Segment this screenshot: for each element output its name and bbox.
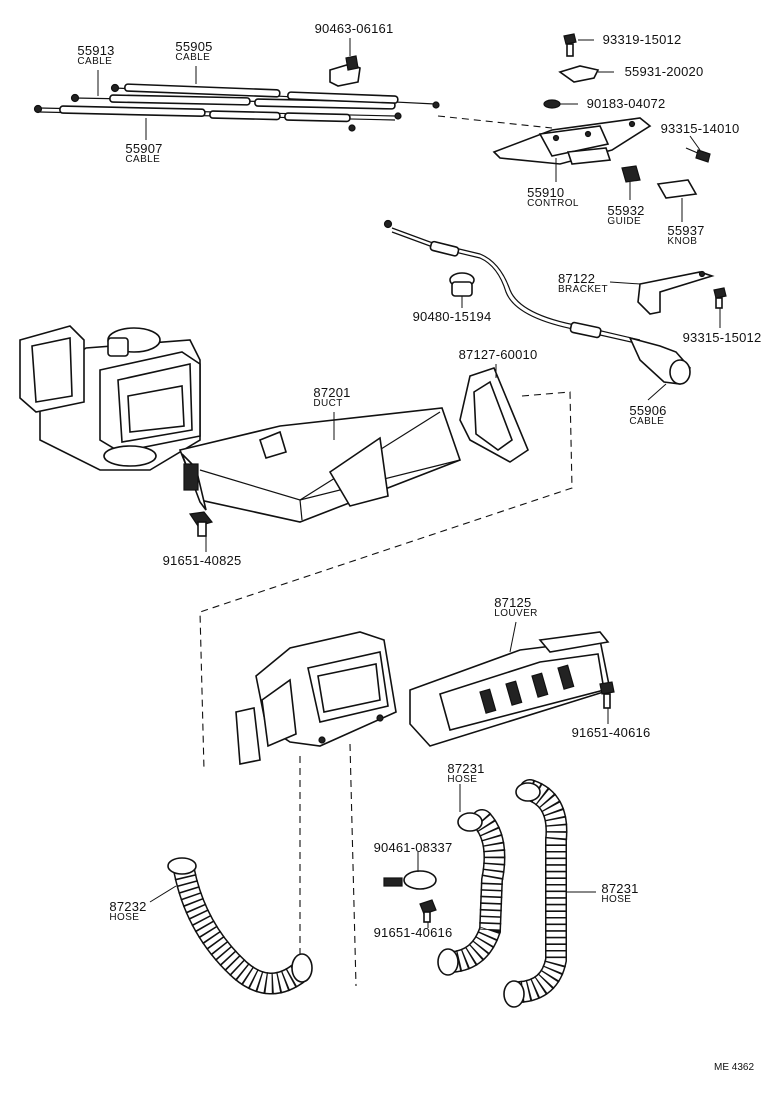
label-87125: 87125 LOUVER: [494, 595, 538, 619]
diagram-code: ME 4362: [714, 1062, 755, 1073]
bracket-87122: [637, 270, 715, 315]
label-87231-middle: 87231 HOSE: [447, 761, 485, 785]
dash-assembly-outline: [199, 391, 573, 771]
grommet-90480-15194: [449, 272, 475, 297]
guide-55932: [621, 165, 641, 183]
label-93315-14010: 93315-14010: [660, 121, 740, 136]
label-55931-20020: 55931-20020: [624, 64, 704, 79]
label-55937: 55937 KNOB: [667, 223, 705, 247]
screw-93319-15012: [563, 33, 577, 57]
washer-90183-04072: [543, 99, 561, 109]
label-55910: 55910 CONTROL: [527, 185, 579, 209]
leader-lines: [97, 38, 721, 928]
cable-55906: [383, 219, 691, 385]
dash-hose-mid: [349, 743, 357, 987]
part-55931-20020: [558, 65, 600, 83]
cable-55913-sheath: [109, 94, 251, 106]
clamp-90461-08337: [383, 870, 437, 890]
screw-91651-40825: [188, 511, 214, 537]
label-91651-40616-right: 91651-40616: [571, 725, 651, 740]
hose-87231-middle: [437, 809, 506, 976]
label-87232: 87232 HOSE: [109, 899, 147, 923]
label-55907: 55907 CABLE: [125, 141, 163, 165]
label-87201: 87201 DUCT: [313, 385, 351, 409]
label-91651-40616-lower: 91651-40616: [373, 925, 453, 940]
control-55910: [492, 117, 652, 165]
label-55913: 55913 CABLE: [77, 43, 115, 67]
cable-group: [33, 83, 440, 132]
label-93315-15012: 93315-15012: [682, 330, 762, 345]
label-55905: 55905 CABLE: [175, 39, 213, 63]
hose-87232: [167, 857, 313, 995]
label-55906: 55906 CABLE: [629, 403, 667, 427]
vent-housing: [235, 631, 397, 765]
label-87122: 87122 BRACKET: [557, 271, 609, 295]
label-90461-08337: 90461-08337: [373, 840, 453, 855]
clip-90463-06161: [329, 55, 361, 87]
screw-93315-15012: [713, 287, 727, 309]
label-93319-15012: 93319-15012: [602, 32, 682, 47]
screw-93315-14010: [685, 147, 711, 163]
blower-unit: [19, 325, 201, 471]
cable-55905-sheath: [124, 83, 281, 98]
label-90480-15194: 90480-15194: [412, 309, 492, 324]
cable-55907-sheath: [59, 105, 206, 118]
screw-91651-40616-right: [599, 681, 615, 709]
hose-87231-right: [503, 779, 568, 1008]
label-87231-right: 87231 HOSE: [601, 881, 639, 905]
screw-91651-40616-lower: [419, 899, 437, 923]
duct-87201: [178, 407, 462, 523]
label-90183-04072: 90183-04072: [586, 96, 666, 111]
knob-55937: [656, 179, 698, 199]
label-90463-06161: 90463-06161: [314, 21, 394, 36]
label-91651-40825: 91651-40825: [162, 553, 242, 568]
louver-87125: [409, 631, 611, 747]
label-55932: 55932 GUIDE: [607, 203, 645, 227]
label-87127-60010: 87127-60010: [458, 347, 538, 362]
leader-dash-cable-control: [437, 115, 553, 129]
seal-87127-60010: [459, 367, 529, 463]
